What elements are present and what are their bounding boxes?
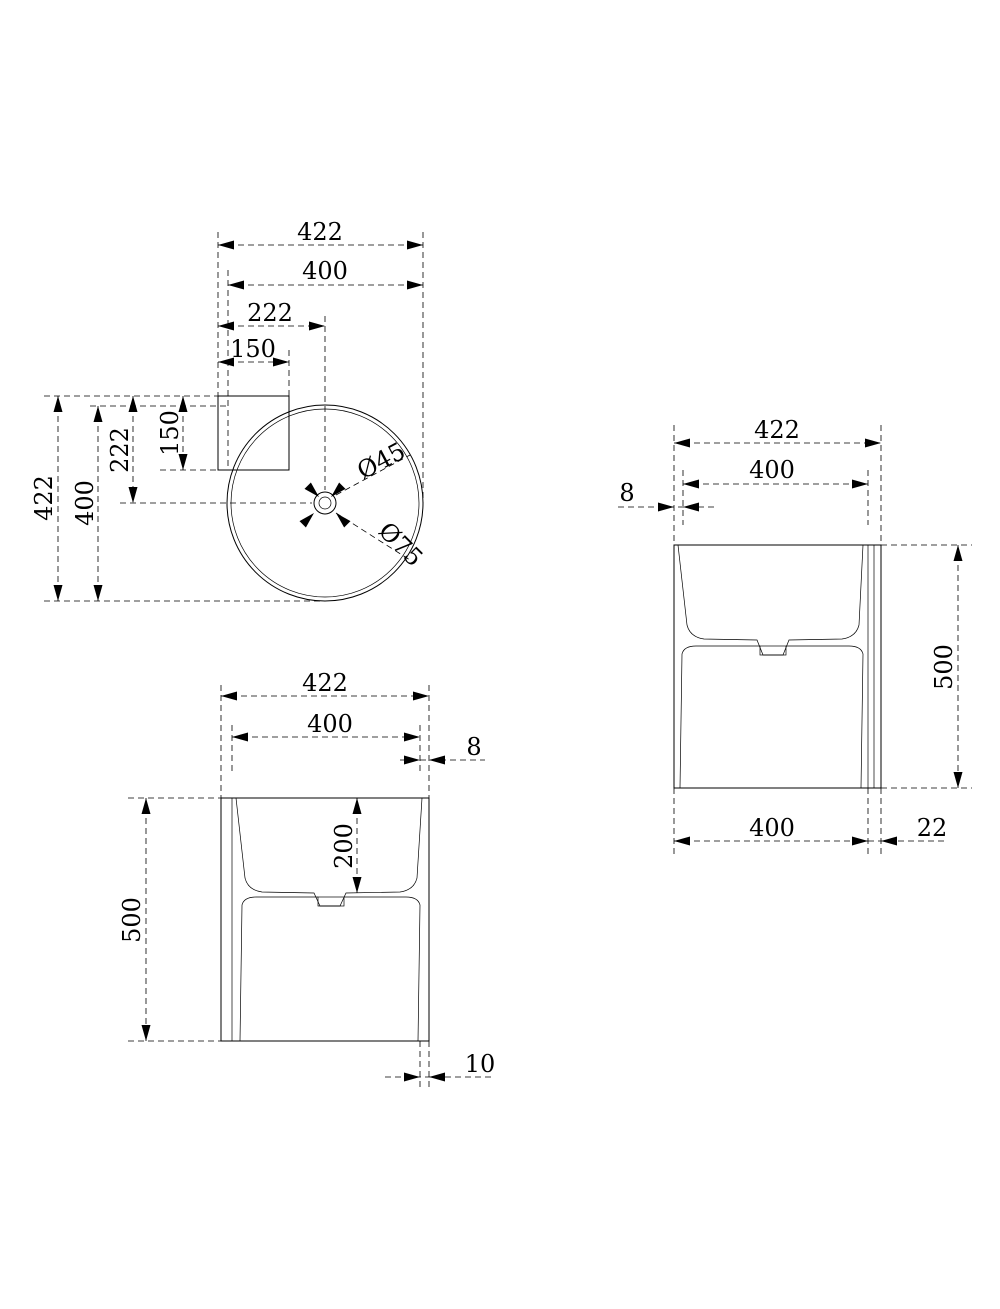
top-view: 422 400 222 150 422 400 222 150 (30, 218, 428, 602)
front-height-label: 500 (118, 897, 146, 943)
front-body-outline (220, 797, 430, 1042)
basin-outer-rim (226, 404, 424, 602)
front-base-wall-label: 10 (465, 1050, 496, 1078)
drain-inner-circle (318, 496, 332, 510)
front-bowl-depth-label: 200 (330, 823, 358, 869)
front-overall-width-label: 422 (302, 669, 348, 697)
top-mount-width-label: 150 (230, 335, 276, 363)
top-overall-width-label: 422 (297, 218, 343, 246)
top-basin-width-label: 400 (302, 257, 348, 285)
drain-inner-diameter-label: Ø45 (353, 437, 410, 485)
side-wall-left-label: 8 (619, 479, 634, 507)
top-mount-depth-label: 150 (156, 410, 184, 456)
front-view: 422 400 8 500 200 10 (118, 669, 495, 1090)
top-center-offset-y-label: 222 (106, 427, 134, 473)
side-bowl-profile (677, 544, 864, 656)
side-overall-width-label: 422 (754, 416, 800, 444)
top-center-offset-x-label: 222 (247, 299, 293, 327)
side-body-outline (673, 544, 882, 789)
side-view: 422 400 8 500 400 22 (618, 416, 972, 855)
side-basin-width-label: 400 (749, 456, 795, 484)
front-wall-right-label: 8 (466, 733, 481, 761)
side-back-panel-label: 22 (917, 814, 948, 842)
front-bowl-profile (235, 797, 423, 907)
top-basin-depth-label: 400 (71, 480, 99, 526)
side-height-label: 500 (930, 644, 958, 690)
wall-mount-plate (217, 395, 290, 471)
front-basin-width-label: 400 (307, 710, 353, 738)
side-bottom-width-label: 400 (749, 814, 795, 842)
drain-outer-circle (313, 491, 337, 515)
top-overall-depth-label: 422 (30, 475, 58, 521)
